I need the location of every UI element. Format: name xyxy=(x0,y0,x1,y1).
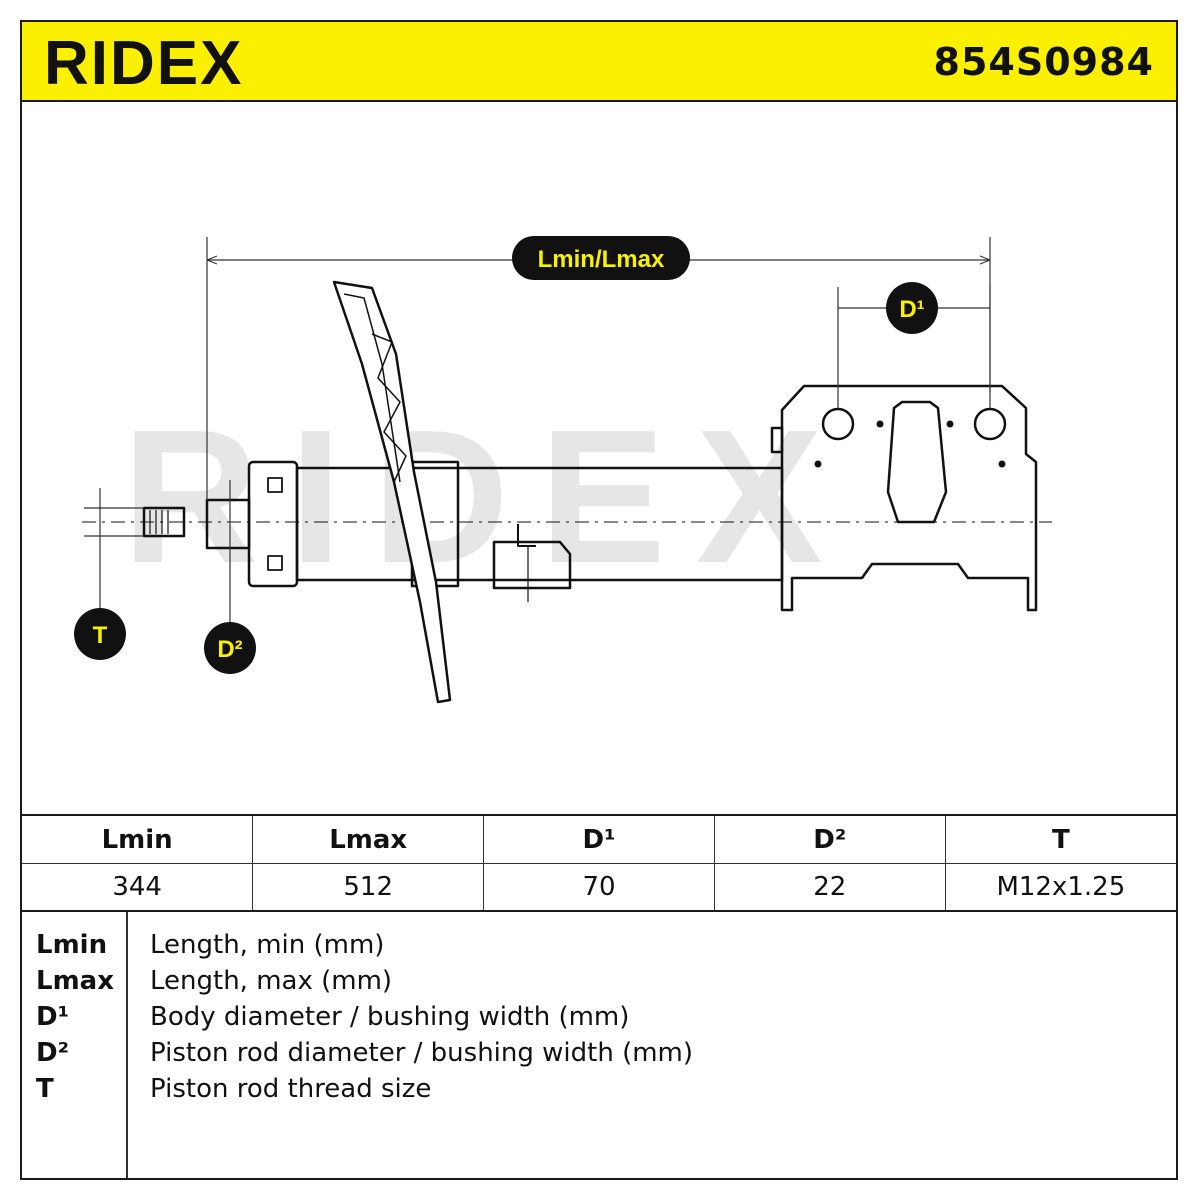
header-lmin: Lmin xyxy=(22,816,253,864)
legend-desc: Length, min (mm) xyxy=(150,930,385,960)
specs-header-row: Lmin Lmax D¹ D² T xyxy=(22,816,1176,864)
bolt-hole-upper-left xyxy=(821,407,855,441)
legend-row: Lmin Length, min (mm) xyxy=(22,930,1176,966)
strut-drawing-svg: RIDEX xyxy=(74,236,1052,704)
bolt-markers xyxy=(814,420,1006,468)
header-d1: D¹ xyxy=(483,816,715,864)
d1-badge xyxy=(886,282,938,334)
bolt-hole-upper-right xyxy=(973,407,1007,441)
legend-desc: Body diameter / bushing width (mm) xyxy=(150,1002,630,1032)
header-t: T xyxy=(944,816,1176,864)
sheet-frame: RIDEX 854S0984 RIDEX xyxy=(20,20,1178,1180)
t-label: T xyxy=(93,622,108,649)
legend-key: D¹ xyxy=(36,1002,69,1032)
header-d2: D² xyxy=(713,816,946,864)
d2-badge xyxy=(204,622,256,674)
technical-drawing: RIDEX xyxy=(22,102,1176,814)
d2-label: D² xyxy=(217,636,242,663)
header-bar: RIDEX 854S0984 xyxy=(22,22,1176,102)
legend-divider xyxy=(126,912,128,1178)
specs-value-row: 344 512 70 22 M12x1.25 xyxy=(22,863,1176,910)
length-label-pill xyxy=(512,236,690,280)
legend-row: D¹ Body diameter / bushing width (mm) xyxy=(22,1002,1176,1038)
legend-key: T xyxy=(36,1074,54,1104)
value-lmax: 512 xyxy=(252,863,484,910)
value-d2: 22 xyxy=(713,863,946,910)
length-label: Lmin/Lmax xyxy=(538,246,665,273)
legend-key: Lmax xyxy=(36,966,114,996)
legend-desc: Length, max (mm) xyxy=(150,966,393,996)
value-lmin: 344 xyxy=(112,872,162,902)
legend-row: T Piston rod thread size xyxy=(22,1074,1176,1110)
logo-text: RIDEX xyxy=(44,29,243,96)
legend-row: D² Piston rod diameter / bushing width (… xyxy=(22,1038,1176,1074)
knuckle-bracket xyxy=(780,384,1038,612)
legend: Lmin Length, min (mm) Lmax Length, max (… xyxy=(22,912,1176,1178)
part-number: 854S0984 xyxy=(933,40,1154,84)
hose-bracket xyxy=(492,540,572,590)
legend-row: Lmax Length, max (mm) xyxy=(22,966,1176,1002)
strut-outline xyxy=(82,280,1052,704)
legend-key: D² xyxy=(36,1038,69,1068)
spring-seat xyxy=(332,280,452,704)
legend-desc: Piston rod diameter / bushing width (mm) xyxy=(150,1038,694,1068)
header-lmax: Lmax xyxy=(252,816,484,864)
thread xyxy=(142,506,186,538)
watermark-text: RIDEX xyxy=(122,391,853,603)
ridex-logo: RIDEX xyxy=(44,29,243,96)
value-t: M12x1.25 xyxy=(944,863,1176,910)
specs-table: Lmin Lmax D¹ D² T 344 512 70 22 M12x1.25 xyxy=(22,814,1176,912)
t-badge xyxy=(74,608,126,660)
legend-key: Lmin xyxy=(36,930,108,960)
legend-desc: Piston rod thread size xyxy=(150,1074,432,1104)
value-d1: 70 xyxy=(483,863,715,910)
d1-label: D¹ xyxy=(899,296,924,323)
bracket-web xyxy=(886,400,948,524)
t-dimension xyxy=(84,488,144,608)
